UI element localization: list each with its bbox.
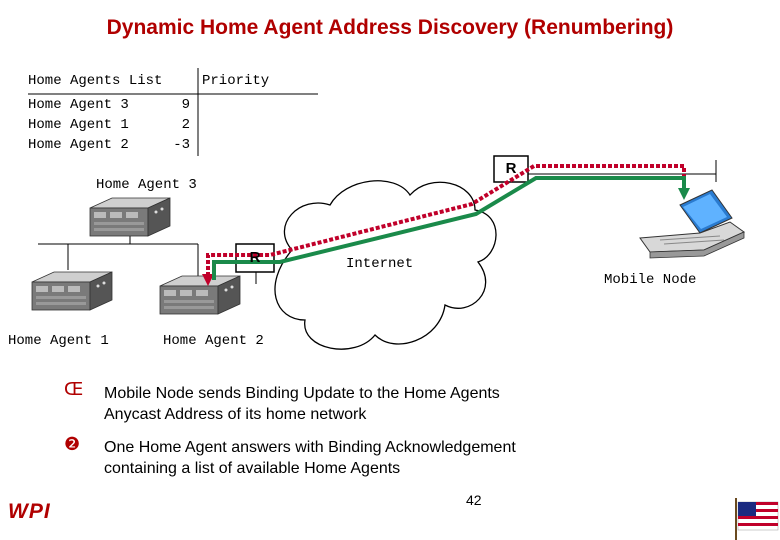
table-row-name: Home Agent 3 (28, 97, 129, 113)
mobile-node-label: Mobile Node (604, 272, 697, 288)
step-text-line: Mobile Node sends Binding Update to the … (104, 385, 500, 402)
internet-label: Internet (346, 256, 414, 272)
binding-ack-arrowhead (678, 188, 690, 200)
table-row-priority: 9 (181, 97, 190, 113)
table-row-priority: -3 (173, 137, 190, 153)
binding-update-path (206, 164, 686, 276)
us-flag-icon (735, 498, 779, 540)
mobile-node-laptop-icon (639, 189, 745, 259)
page-title: Dynamic Home Agent Address Discovery (Re… (106, 16, 674, 39)
home-agent-3-label: Home Agent 3 (96, 177, 197, 193)
page-number: 42 (466, 492, 482, 508)
step-text-line: One Home Agent answers with Binding Ackn… (104, 439, 516, 456)
table-row-name: Home Agent 1 (28, 117, 129, 133)
home-router-label: R (249, 249, 261, 266)
binding-update-arrowhead (202, 274, 214, 286)
binding-ack-path (212, 176, 686, 280)
step-text-line: containing a list of available Home Agen… (104, 460, 401, 477)
table-header-priority: Priority (202, 73, 270, 89)
home-agent-3-server-icon (89, 197, 171, 237)
home-agent-1-label: Home Agent 1 (8, 333, 109, 349)
table-row-name: Home Agent 2 (28, 137, 129, 153)
home-agent-2-label: Home Agent 2 (163, 333, 264, 349)
step-marker: ❷ (64, 434, 81, 455)
remote-router-label: R (505, 160, 517, 177)
wpi-logo: WPI (8, 500, 51, 523)
home-agent-1-server-icon (31, 271, 113, 311)
step-text-line: Anycast Address of its home network (104, 406, 367, 423)
step-marker: Œ (64, 379, 84, 400)
table-header-list: Home Agents List (28, 73, 163, 89)
home-agent-2-server-icon (159, 275, 241, 315)
home-router-icon (235, 243, 275, 273)
table-row-priority: 2 (181, 117, 190, 133)
